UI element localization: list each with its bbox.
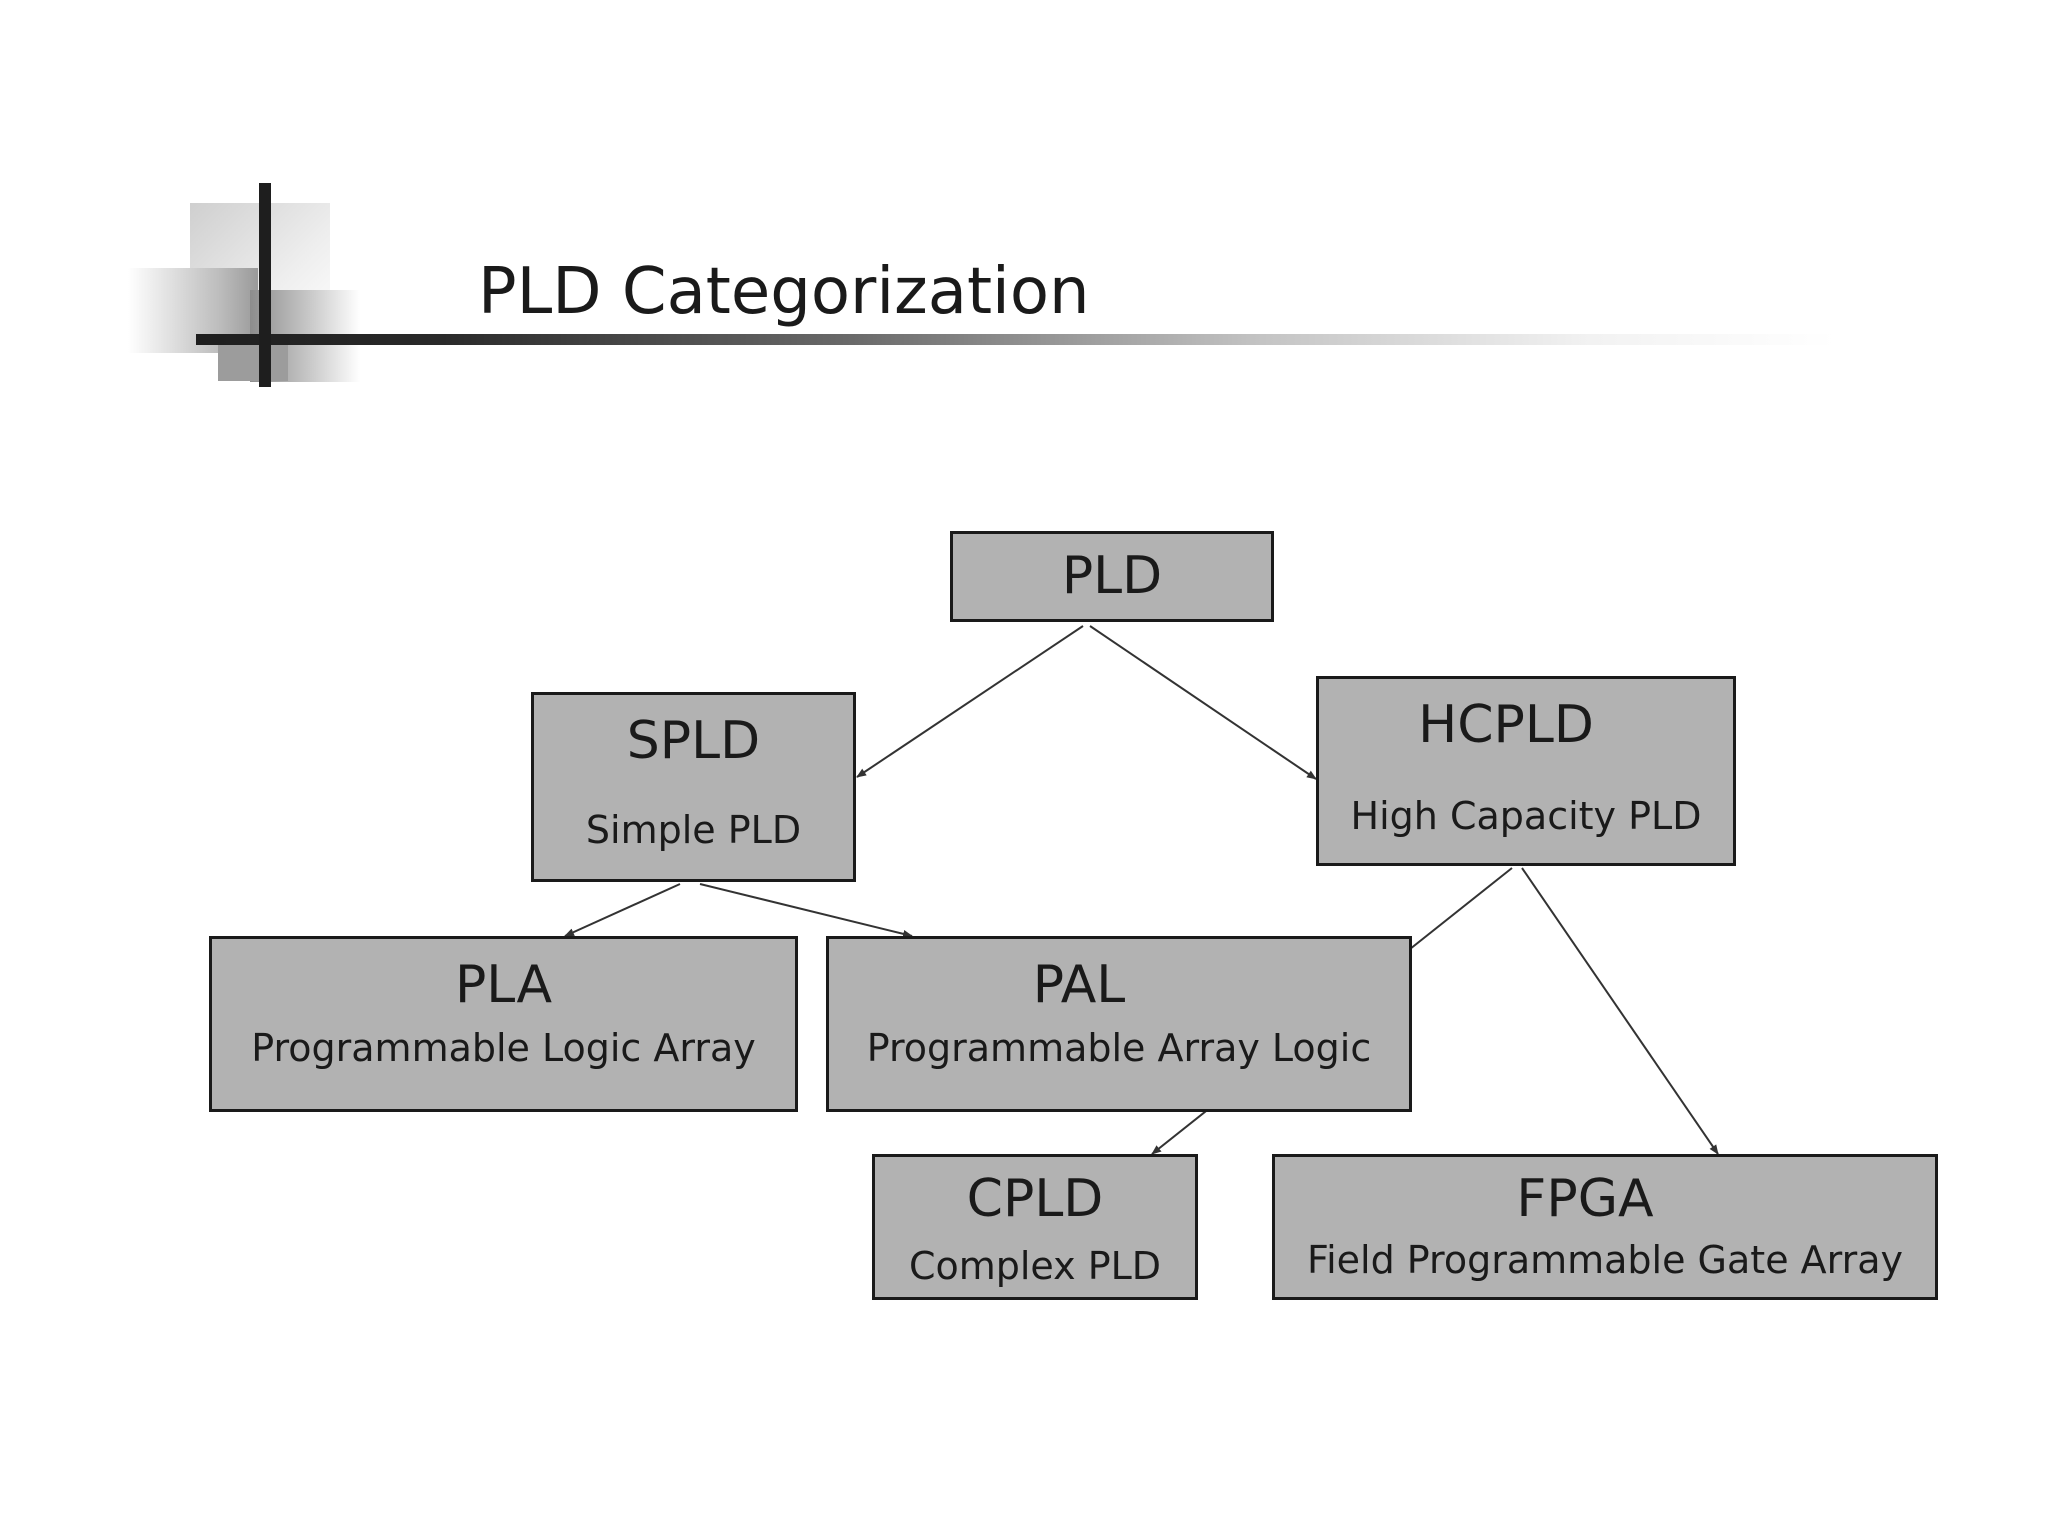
node-title: PLD [1061,546,1163,606]
node-subtitle: Field Programmable Gate Array [1307,1238,1903,1282]
node-cpld: CPLD Complex PLD [872,1154,1198,1300]
node-pld: PLD [950,531,1274,622]
title-decoration-square [218,345,288,381]
node-subtitle: Programmable Array Logic [866,1026,1372,1070]
node-subtitle: Programmable Logic Array [251,1026,756,1070]
node-subtitle: Simple PLD [585,808,802,852]
edge-spld-to-pal [699,883,913,938]
node-pal: PAL Programmable Array Logic [826,936,1412,1112]
node-fpga: FPGA Field Programmable Gate Array [1272,1154,1938,1300]
node-pla: PLA Programmable Logic Array [209,936,798,1112]
edge-spld-to-pla [564,883,681,937]
edge-pld-to-hcpld [1089,625,1317,780]
node-title: SPLD [626,711,761,771]
node-title: PAL [1032,955,1126,1015]
node-title: PLA [454,955,553,1015]
node-title: CPLD [966,1169,1104,1229]
node-subtitle: High Capacity PLD [1350,794,1702,838]
title-decoration-bar [259,183,271,387]
node-title: HCPLD [1418,695,1594,755]
node-hcpld: HCPLD High Capacity PLD [1316,676,1736,866]
node-subtitle: Complex PLD [908,1244,1162,1288]
edge-pld-to-spld [856,625,1084,778]
title-underline [196,334,1836,345]
edge-hcpld-to-fpga [1521,867,1719,1155]
node-spld: SPLD Simple PLD [531,692,856,882]
slide-title: PLD Categorization [478,255,1090,329]
node-title: FPGA [1516,1169,1654,1229]
